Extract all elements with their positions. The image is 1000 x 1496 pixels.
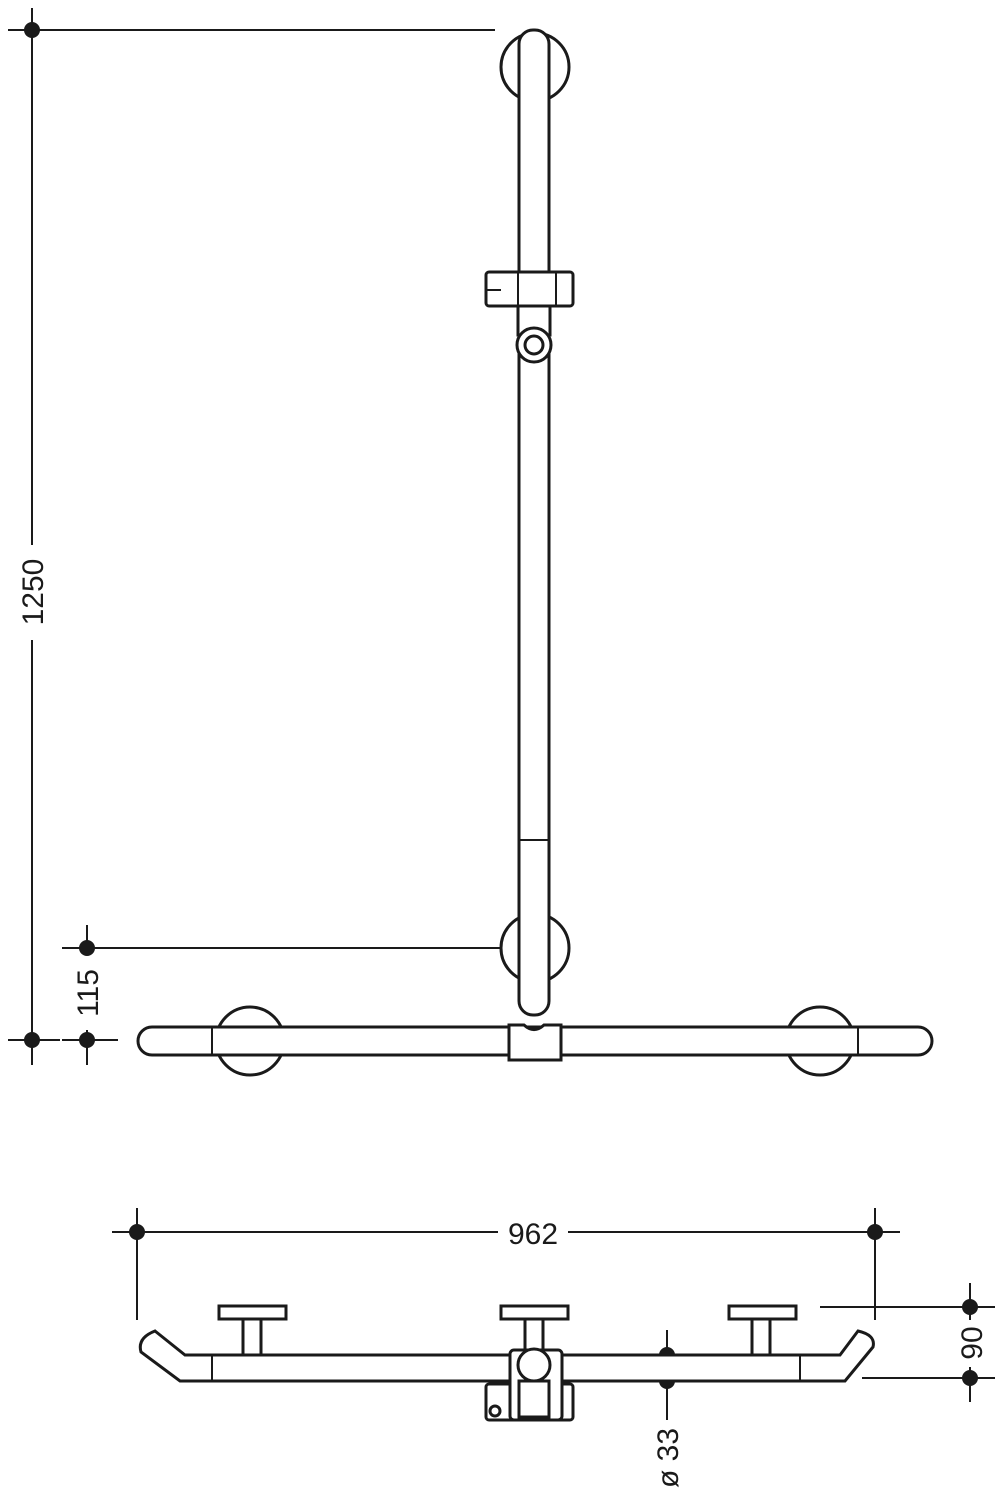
dimension-962: 962 — [112, 1208, 900, 1320]
dimension-90: 90 — [820, 1283, 995, 1402]
dimension-1250-label: 1250 — [17, 559, 50, 626]
shower-head-holder — [484, 270, 575, 364]
top-view: 962 90 ø 33 — [112, 1208, 995, 1488]
vertical-rail — [517, 28, 551, 1017]
wall-flange-center — [499, 1304, 570, 1353]
wall-flange-left — [217, 1304, 288, 1359]
t-joint-connector — [507, 1023, 563, 1062]
top-view-shower-holder — [484, 1347, 575, 1422]
dimension-90-label: 90 — [956, 1326, 989, 1359]
dimension-115-label: 115 — [72, 969, 105, 1017]
dimension-diameter-label: ø 33 — [652, 1428, 685, 1488]
front-view: 1250 115 — [8, 8, 934, 1077]
wall-flange-right — [727, 1304, 798, 1359]
dimension-115: 115 — [62, 925, 502, 1065]
top-view-rail — [138, 1329, 875, 1383]
dimension-1250: 1250 — [8, 8, 495, 1065]
dimension-962-label: 962 — [508, 1218, 558, 1251]
